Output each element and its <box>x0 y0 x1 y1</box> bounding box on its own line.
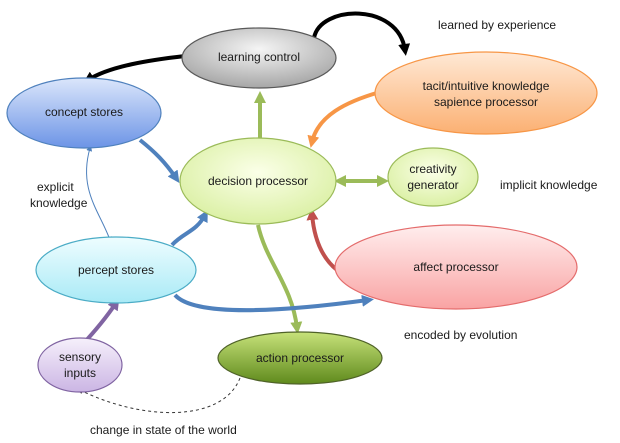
concept-stores-node <box>6 77 162 149</box>
arrow-tacit-to-decision <box>307 90 381 148</box>
learned-by-experience-annotation: learned by experience <box>438 18 557 32</box>
arrow-affect-to-decision <box>306 208 339 272</box>
affect-processor-node <box>334 224 578 310</box>
sensory-inputs-node <box>37 337 123 393</box>
explicit-knowledge-annotation-line1: explicit <box>37 180 74 194</box>
percept-stores-label: percept stores <box>77 263 155 277</box>
creativity-generator-label-line1: creativity <box>409 162 457 176</box>
arrow-action-to-sensory <box>77 377 241 414</box>
creativity-generator-node <box>387 147 479 207</box>
sensory-inputs-label-line2: inputs <box>63 366 97 380</box>
decision-processor-label: decision processor <box>207 174 309 188</box>
arrow-learning-to-tacit <box>312 11 411 56</box>
percept-stores-node <box>35 236 197 304</box>
affect-processor-label: affect processor <box>413 260 499 274</box>
encoded-by-evolution-annotation: encoded by evolution <box>404 328 518 342</box>
sensory-inputs-label-line1: sensory <box>58 350 102 364</box>
learning-control-label: learning control <box>217 50 301 64</box>
action-processor-node <box>217 331 383 385</box>
tacit-knowledge-label-line1: tacit/intuitive knowledge <box>422 79 550 93</box>
decision-processor-node <box>179 137 337 225</box>
arrow-concept-to-decision <box>138 138 180 183</box>
explicit-knowledge-annotation-line2: knowledge <box>30 196 88 210</box>
arrow-decision-to-action <box>256 224 303 334</box>
arrow-percept-to-decision <box>170 209 208 247</box>
arrow-learning-to-concept <box>82 54 186 84</box>
arrow-concept-percept <box>86 145 112 243</box>
tacit-knowledge-node <box>374 51 598 135</box>
creativity-generator-label-line2: generator <box>407 178 459 192</box>
learning-control-node <box>181 27 337 89</box>
change-in-state-annotation: change in state of the world <box>90 423 237 437</box>
concept-stores-label: concept stores <box>44 105 124 119</box>
tacit-knowledge-label-line2: sapience processor <box>433 95 539 109</box>
implicit-knowledge-annotation: implicit knowledge <box>500 178 598 192</box>
action-processor-label: action processor <box>255 351 345 365</box>
arrow-percept-to-affect <box>173 293 374 313</box>
